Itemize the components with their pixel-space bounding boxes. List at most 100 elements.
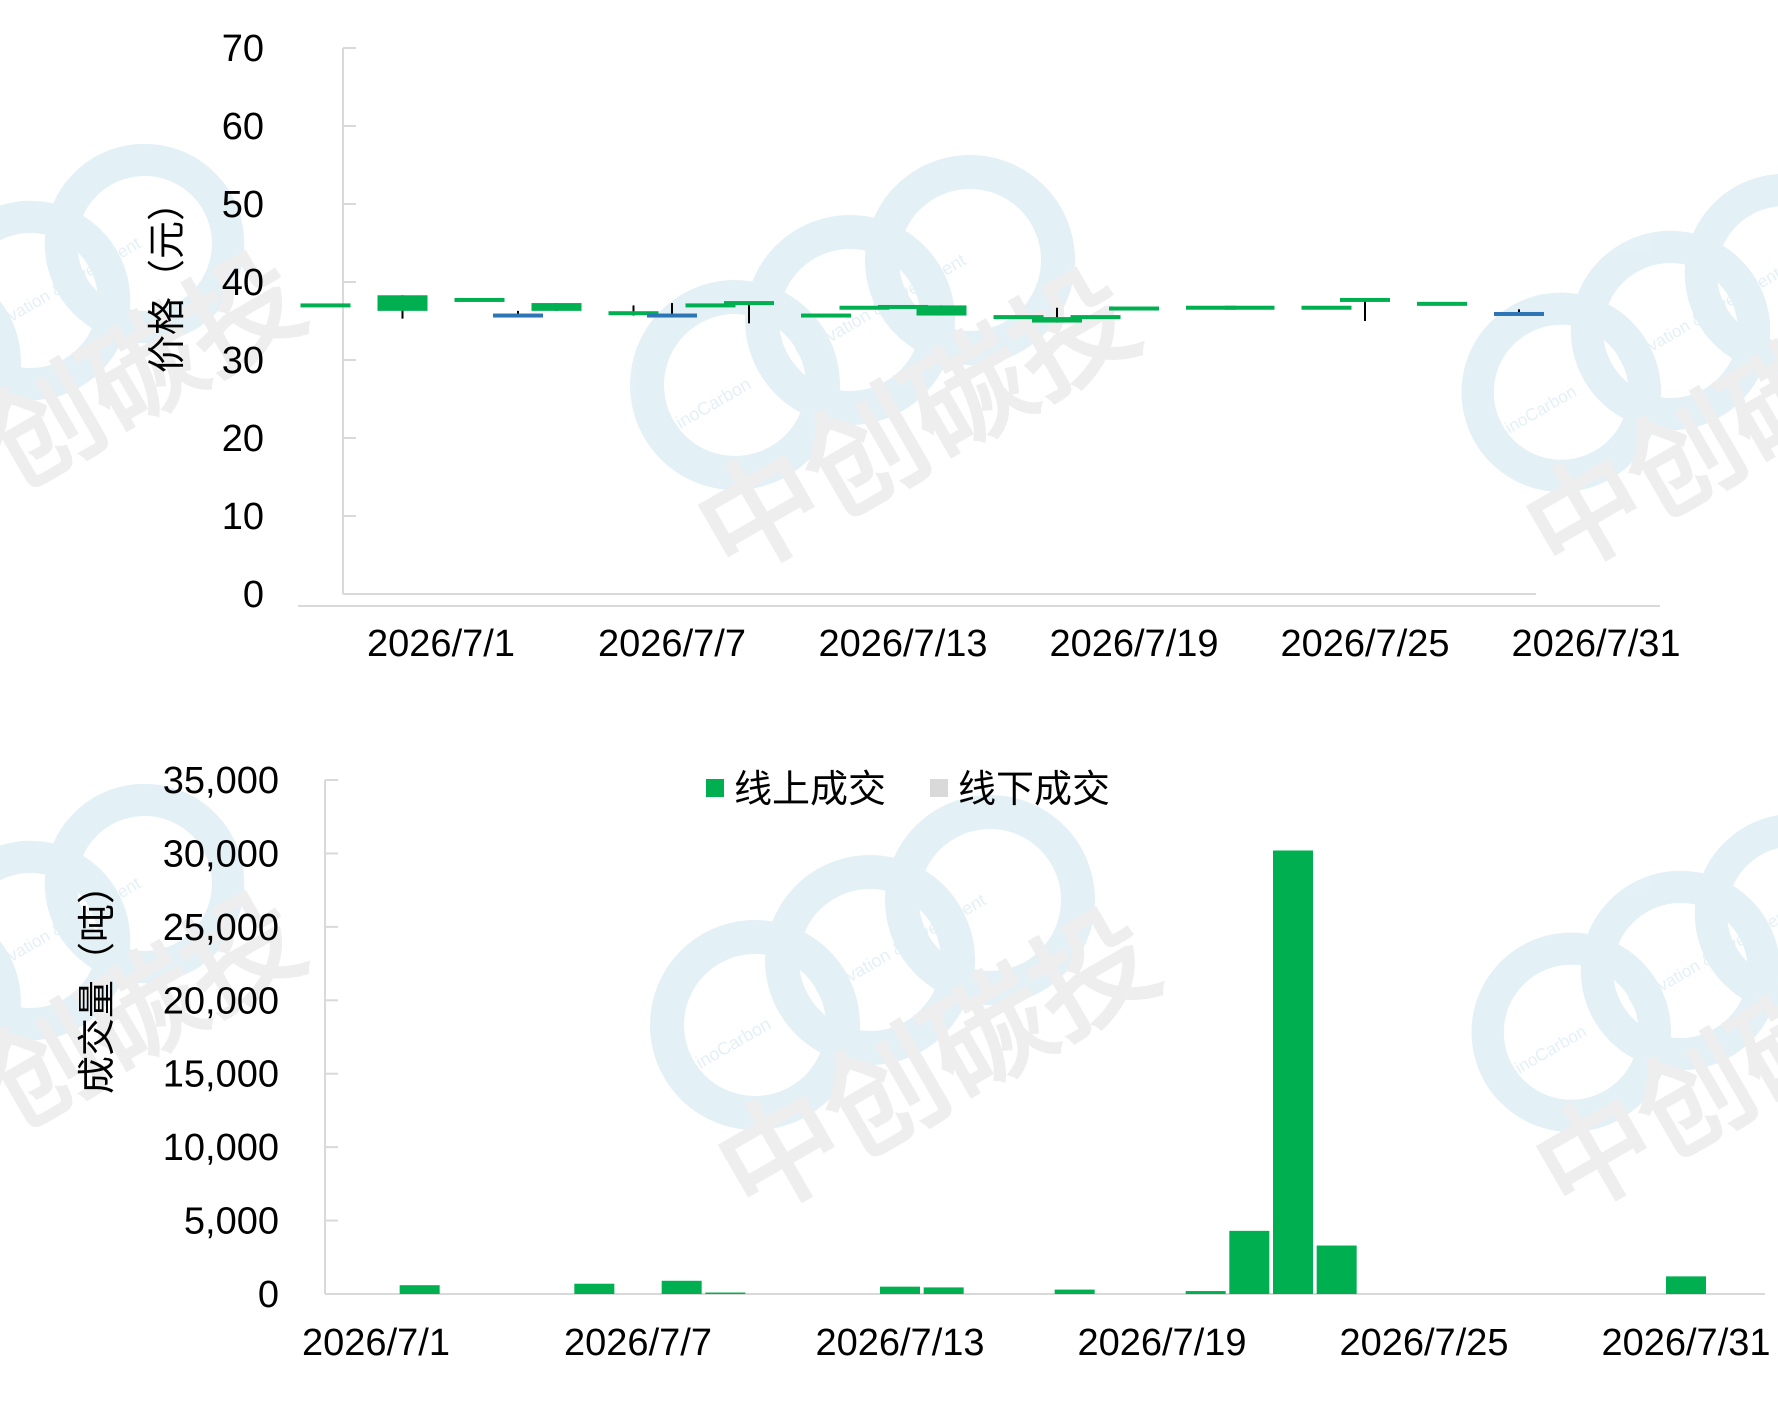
volume-bar <box>1229 1230 1270 1294</box>
volume-bar <box>1273 850 1313 1294</box>
watermark-ring <box>765 855 975 1065</box>
price-y-axis-label: 价格（元） <box>147 183 189 373</box>
candle-body <box>1224 305 1275 310</box>
volume-y-tick-label: 10,000 <box>163 1127 279 1169</box>
price-x-tick-label: 2026/7/31 <box>1511 623 1680 665</box>
candlestick <box>801 313 851 318</box>
legend-item: 线下成交 <box>930 769 1110 811</box>
price-y-tick-label: 30 <box>222 340 264 382</box>
volume-y-tick-label: 20,000 <box>163 980 279 1022</box>
volume-y-axis-label: 成交量（吨） <box>77 866 119 1094</box>
volume-bar <box>661 1280 702 1294</box>
candle-body <box>839 305 890 310</box>
volume-chart: 0 5,000 10,000 15,000 20,000 25,000 30,000 35,0… <box>77 760 1771 1364</box>
candle-body <box>1417 301 1467 306</box>
watermark-ring <box>44 143 245 344</box>
watermark-ring <box>1461 292 1661 493</box>
watermark-ring <box>44 783 245 984</box>
candlestick <box>878 304 928 309</box>
volume-bar <box>705 1292 746 1294</box>
candle-body <box>801 313 851 318</box>
volume-y-tick-label: 35,000 <box>163 760 279 802</box>
watermark-text-en: SinoCarbon <box>1492 382 1580 444</box>
volume-y-tick-label: 0 <box>258 1274 279 1316</box>
price-y-tick-label: 70 <box>222 28 264 70</box>
candlestick <box>454 297 505 302</box>
volume-bar <box>1185 1291 1226 1294</box>
watermark-ring <box>885 795 1095 1005</box>
watermark-ring <box>0 301 21 424</box>
price-y-tick-label: 50 <box>222 184 264 226</box>
volume-bar-series <box>399 850 1706 1294</box>
watermark-ring <box>745 215 955 425</box>
candlestick <box>1032 307 1082 323</box>
candlestick <box>839 305 890 310</box>
watermark-text-en: SinoCarbon <box>1502 1022 1590 1084</box>
price-x-tick-label: 2026/7/7 <box>598 623 746 665</box>
watermark-ring <box>1580 870 1778 1071</box>
legend: 线上成交 线下成交 <box>706 769 1110 811</box>
candlestick <box>724 301 774 324</box>
volume-y-tick-label: 15,000 <box>163 1054 279 1096</box>
volume-bar <box>574 1283 615 1294</box>
candlestick <box>1301 305 1352 310</box>
volume-axes <box>324 780 1765 1295</box>
volume-bar <box>1054 1289 1095 1294</box>
price-y-tick-label: 10 <box>222 496 264 538</box>
candle-body <box>1109 306 1159 311</box>
volume-y-tick-label: 25,000 <box>163 907 279 949</box>
watermark-ring <box>0 840 131 1041</box>
volume-bar <box>1316 1245 1357 1294</box>
legend-label: 线上成交 <box>734 769 886 811</box>
candle-body <box>724 301 774 306</box>
candle-body <box>1186 305 1236 310</box>
volume-bar <box>923 1287 964 1294</box>
volume-x-tick-label: 2026/7/7 <box>564 1322 712 1364</box>
candlestick <box>1186 305 1236 310</box>
candle-body <box>1340 297 1390 302</box>
candle-body <box>377 295 428 311</box>
price-axes <box>298 48 1660 607</box>
price-x-tick-label: 2026/7/25 <box>1280 623 1449 665</box>
candle-body <box>685 303 736 308</box>
legend-swatch <box>930 779 948 797</box>
candle-body <box>878 304 928 309</box>
volume-y-tick-label: 30,000 <box>163 833 279 875</box>
candlestick <box>608 305 659 316</box>
candle-body <box>454 297 505 302</box>
candlestick <box>1224 305 1275 310</box>
candle-body <box>993 315 1044 320</box>
price-y-tick-label: 60 <box>222 106 264 148</box>
candle-body <box>647 313 697 318</box>
watermark-text-en: SinoCarbon <box>662 374 754 439</box>
watermark-ring <box>1694 815 1778 1012</box>
price-y-tick-label: 40 <box>222 262 264 304</box>
candlestick <box>1340 297 1390 321</box>
candlestick <box>916 305 967 316</box>
candlestick <box>1494 309 1544 316</box>
candle-body <box>300 303 351 308</box>
volume-bar <box>1666 1276 1706 1294</box>
candlestick <box>993 315 1044 320</box>
watermark-ring <box>1471 932 1671 1133</box>
watermark-ring <box>1684 173 1778 374</box>
watermark-ring <box>865 155 1075 365</box>
price-x-tick-label: 2026/7/1 <box>367 623 515 665</box>
volume-y-tick-label: 5,000 <box>184 1201 279 1243</box>
candlestick <box>1109 306 1159 311</box>
volume-x-tick-label: 2026/7/1 <box>302 1322 450 1364</box>
candle-body <box>916 305 967 316</box>
candlestick-series <box>300 295 1544 324</box>
legend-item: 线上成交 <box>706 769 886 811</box>
watermark-text-en: SinoCarbon <box>682 1014 774 1079</box>
